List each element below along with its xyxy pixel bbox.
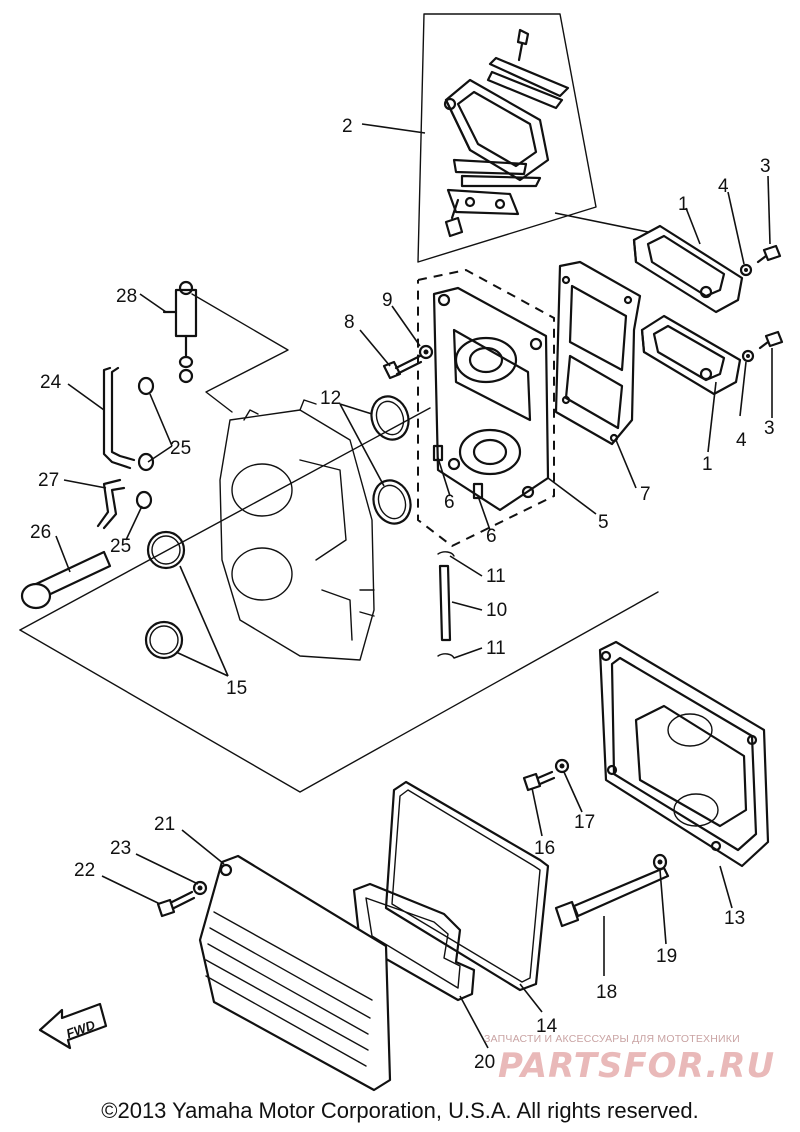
washer-9 [418, 344, 434, 360]
callout-26: 26 [30, 522, 51, 543]
reed-valve-kit-frame [417, 13, 597, 263]
o-ring-15-lower [144, 620, 184, 660]
seal-20 [352, 882, 476, 1002]
clip-25-upper [137, 376, 155, 396]
reed-valve-kit-parts [443, 28, 570, 238]
nipple-6-lower [472, 482, 484, 500]
hose-24 [102, 366, 136, 470]
callout-19: 19 [656, 946, 677, 967]
callout-4-upper: 4 [718, 176, 729, 197]
callout-8: 8 [344, 312, 355, 333]
pin-26 [20, 550, 112, 610]
callout-17: 17 [574, 812, 595, 833]
callout-24: 24 [40, 372, 62, 393]
nipple-6-upper [432, 444, 444, 462]
bolt-16 [522, 770, 556, 792]
fwd-arrow-icon: FWD [38, 1002, 108, 1050]
o-ring-12-lower [372, 479, 412, 525]
bolt-18 [554, 866, 670, 928]
callout-12: 12 [320, 388, 341, 409]
screw-3-lower [758, 330, 784, 350]
callout-18: 18 [596, 982, 617, 1003]
rod-10 [438, 564, 452, 642]
callout-16: 16 [534, 838, 555, 859]
intake-manifold-5 [432, 286, 550, 512]
leader-2-to-1 [554, 212, 649, 233]
reed-valve-lower [640, 314, 742, 396]
washer-4-upper [739, 263, 753, 277]
gasket-14 [384, 780, 550, 992]
callout-10: 10 [486, 600, 507, 621]
bolt-8 [382, 354, 423, 380]
washer-17 [554, 758, 570, 774]
callout-5: 5 [598, 512, 609, 533]
callout-3-upper: 3 [760, 156, 771, 177]
callout-23: 23 [110, 838, 131, 859]
frame-line-a [19, 407, 431, 631]
callout-13: 13 [724, 908, 745, 929]
leader-lines [55, 175, 773, 1049]
clip-25-mid [137, 452, 155, 472]
frame-line-c [191, 293, 289, 413]
watermark-tagline: ЗАПЧАСТИ И АКСЕССУАРЫ ДЛЯ МОТОТЕХНИКИ [484, 1033, 740, 1045]
callout-1-lower: 1 [702, 454, 713, 475]
clip-25-lower [135, 490, 153, 510]
o-ring-12-upper [370, 395, 410, 441]
callout-25-upper: 25 [170, 438, 191, 459]
callout-numbers: 2 1 4 3 1 4 3 5 7 6 6 8 9 12 11 10 11 28… [30, 116, 775, 1073]
callout-11-upper: 11 [486, 566, 506, 587]
o-ring-15-upper [146, 530, 186, 570]
leader-2 [361, 123, 426, 134]
cover-13 [598, 640, 770, 868]
callout-15: 15 [226, 678, 247, 699]
callout-4-lower: 4 [736, 430, 747, 451]
watermark-logo: PARTSFOR.RU [498, 1046, 776, 1086]
callout-21: 21 [154, 814, 175, 835]
callout-14: 14 [536, 1016, 558, 1037]
washer-19 [652, 853, 668, 871]
outer-cover-21 [198, 854, 392, 1092]
callout-2: 2 [342, 116, 353, 137]
clip-11-upper [437, 551, 455, 557]
callout-22: 22 [74, 860, 95, 881]
engine-block [219, 399, 375, 661]
clip-11-lower [437, 653, 455, 659]
callout-1-upper: 1 [678, 194, 689, 215]
copyright-notice: ©2013 Yamaha Motor Corporation, U.S.A. A… [101, 1098, 699, 1123]
screw-3-upper [756, 244, 782, 264]
callout-6-lower: 6 [486, 526, 497, 547]
gasket-7 [554, 260, 642, 446]
callout-7: 7 [640, 484, 651, 505]
callout-9: 9 [382, 290, 393, 311]
callout-3-lower: 3 [764, 418, 775, 439]
washer-23 [192, 880, 208, 896]
callout-11-lower: 11 [486, 638, 506, 659]
hose-27 [96, 478, 126, 530]
callout-20: 20 [474, 1052, 495, 1073]
callout-6-upper: 6 [444, 492, 455, 513]
callout-27: 27 [38, 470, 59, 491]
part-28 [162, 280, 198, 384]
manifold-dashed-frame [417, 268, 555, 548]
washer-4-lower [741, 349, 755, 363]
callout-25-lower: 25 [110, 536, 131, 557]
bolt-22 [156, 890, 196, 918]
reed-valve-upper [632, 224, 744, 314]
callout-28: 28 [116, 286, 137, 307]
frame-line-b [19, 591, 659, 793]
